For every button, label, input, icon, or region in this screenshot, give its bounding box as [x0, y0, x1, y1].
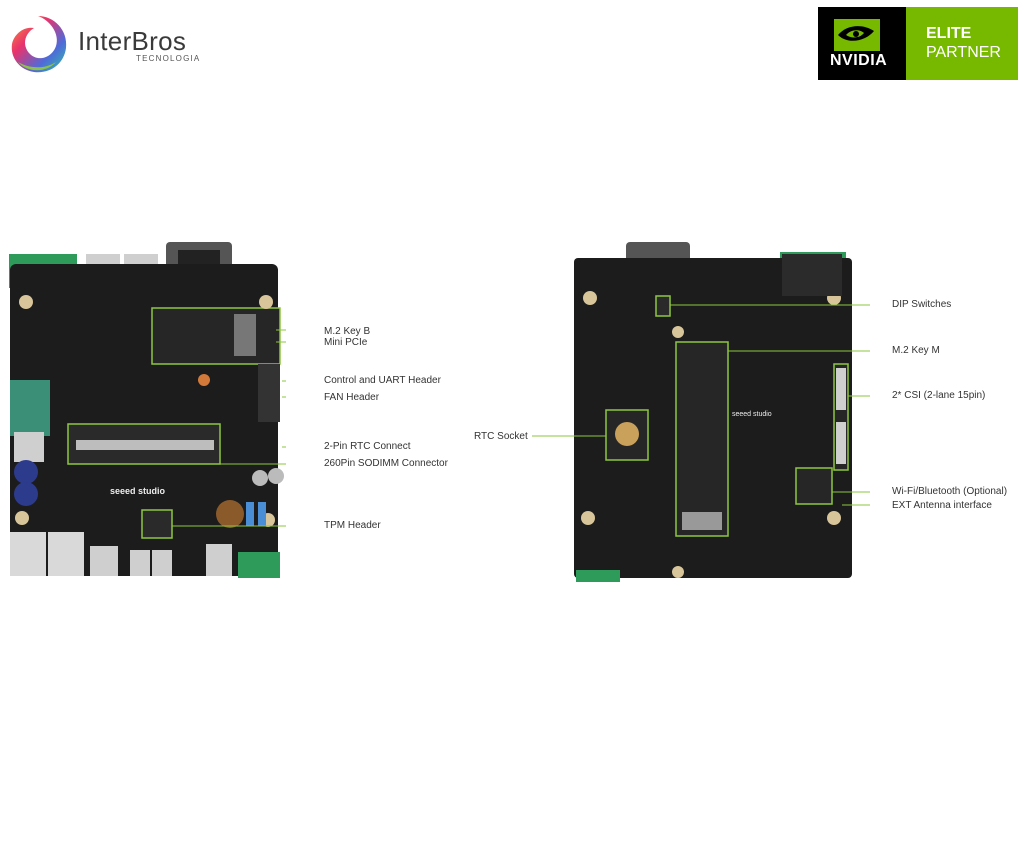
interbros-logo: InterBros TECNOLOGIA — [4, 12, 204, 78]
back-board-image: seeed studio — [470, 240, 884, 585]
label-rtc-connect: 2-Pin RTC Connect — [324, 441, 411, 452]
brand-subtitle: TECNOLOGIA — [136, 54, 201, 63]
label-wifi-bluetooth: Wi-Fi/Bluetooth (Optional) — [892, 486, 1008, 497]
front-silkscreen: seeed studio — [110, 486, 166, 496]
front-board-image: seeed studio — [6, 240, 322, 585]
label-mini-pcie: Mini PCIe — [324, 337, 368, 348]
label-csi: 2* CSI (2-lane 15pin) — [892, 390, 986, 401]
label-rtc-socket: RTC Socket — [474, 431, 528, 442]
brand-name: InterBros — [78, 26, 187, 56]
label-fan-header: FAN Header — [324, 392, 380, 403]
label-control-uart-header: Control and UART Header — [324, 375, 441, 386]
back-silkscreen: seeed studio — [732, 411, 772, 418]
label-ext-antenna: EXT Antenna interface — [892, 500, 992, 511]
elite-partner-panel: ELITE PARTNER — [906, 7, 1018, 80]
partner-label: PARTNER — [926, 44, 1001, 61]
nvidia-elite-partner-badge: NVIDIA ELITE PARTNER — [818, 7, 1018, 80]
label-sodimm-connector: 260Pin SODIMM Connector — [324, 458, 448, 469]
nvidia-wordmark: NVIDIA — [830, 52, 888, 69]
label-dip-switches: DIP Switches — [892, 299, 952, 310]
partner-tier: ELITE — [926, 25, 972, 42]
nvidia-eye-icon — [834, 19, 880, 51]
nvidia-logo: NVIDIA — [818, 7, 906, 80]
label-m2-key-m: M.2 Key M — [892, 345, 940, 356]
interbros-swirl-icon — [11, 16, 67, 73]
label-tpm-header: TPM Header — [324, 520, 381, 531]
label-m2-key-b: M.2 Key B — [324, 326, 371, 337]
